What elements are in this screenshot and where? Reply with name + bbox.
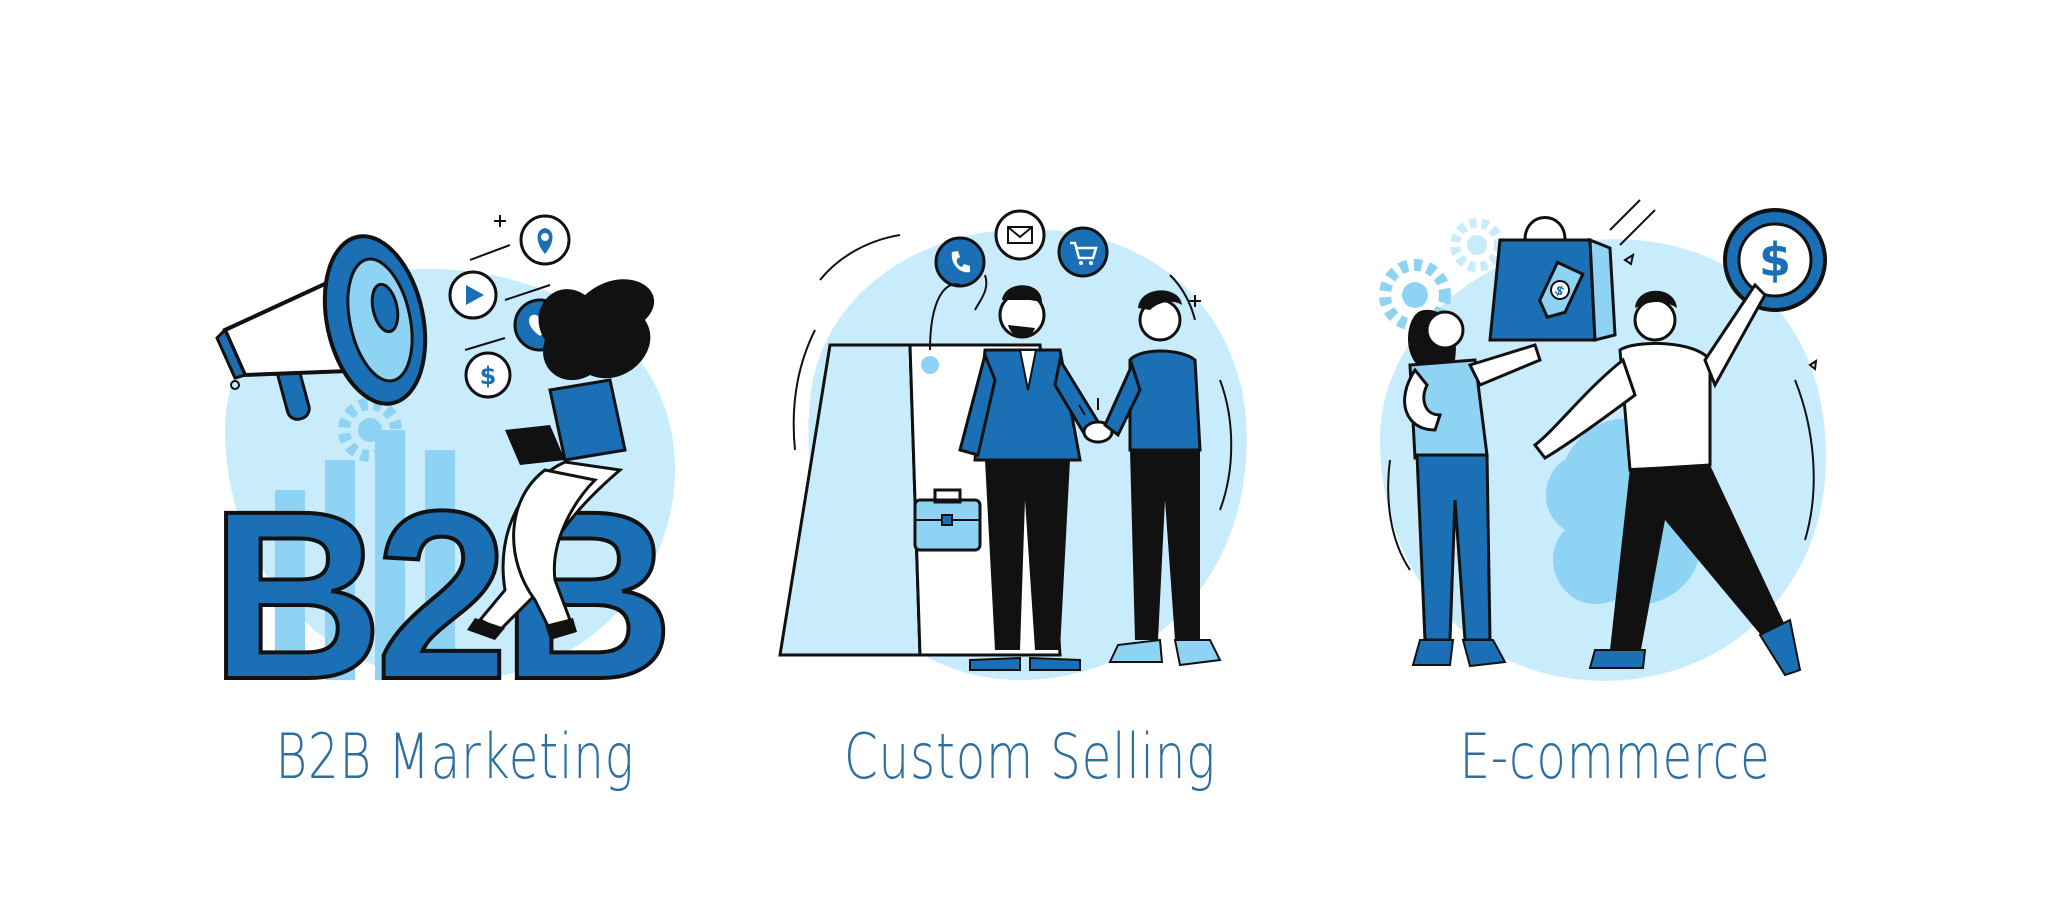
card-label-e-commerce: E-commerce <box>1459 720 1771 793</box>
sparkle-lines <box>230 215 551 390</box>
bar-chart-decoration <box>275 430 455 680</box>
decorative-lines <box>1387 199 1818 571</box>
woman-shopper-figure <box>1403 309 1542 668</box>
megaphone-icon <box>215 234 428 421</box>
mail-icon <box>994 209 1046 261</box>
card-label-b2b-marketing: B2B Marketing <box>275 720 635 793</box>
play-icon <box>448 270 498 320</box>
gear-icon <box>1450 218 1504 272</box>
card-custom-selling: Custom Selling <box>778 200 1280 840</box>
man-customer-figure <box>1532 282 1802 677</box>
dollar-icon: $ <box>464 351 512 399</box>
location-pin-icon <box>519 214 571 266</box>
price-tag-icon: $ <box>1538 260 1585 319</box>
dot-decoration <box>921 356 939 374</box>
woman-with-laptop-figure <box>467 279 655 640</box>
briefcase-icon <box>913 488 982 552</box>
gear-icon <box>338 398 402 462</box>
card-label-custom-selling: Custom Selling <box>843 720 1216 793</box>
e-commerce-illustration: $ $ <box>1379 199 1827 681</box>
card-e-commerce: $ $ <box>1365 199 1865 840</box>
shopping-bag-icon <box>1488 216 1617 342</box>
svg-text:$: $ <box>1759 233 1791 287</box>
cart-icon <box>1057 226 1109 278</box>
businesswoman-figure <box>1103 290 1222 667</box>
dollar-coin-icon: $ <box>1723 208 1827 312</box>
custom-selling-illustration <box>778 209 1247 681</box>
svg-text:$: $ <box>480 362 497 390</box>
businessman-figure <box>958 285 1103 671</box>
sparkle-icon <box>1189 295 1201 307</box>
b2b-marketing-illustration: $ B2B <box>208 214 676 731</box>
card-b2b-marketing: $ B2B B2B Marketing <box>205 200 705 840</box>
decorative-lines <box>792 234 1233 511</box>
laptop-icon <box>505 425 565 465</box>
b2b-big-letters: B2B <box>210 461 666 729</box>
phone-icon <box>934 236 986 288</box>
